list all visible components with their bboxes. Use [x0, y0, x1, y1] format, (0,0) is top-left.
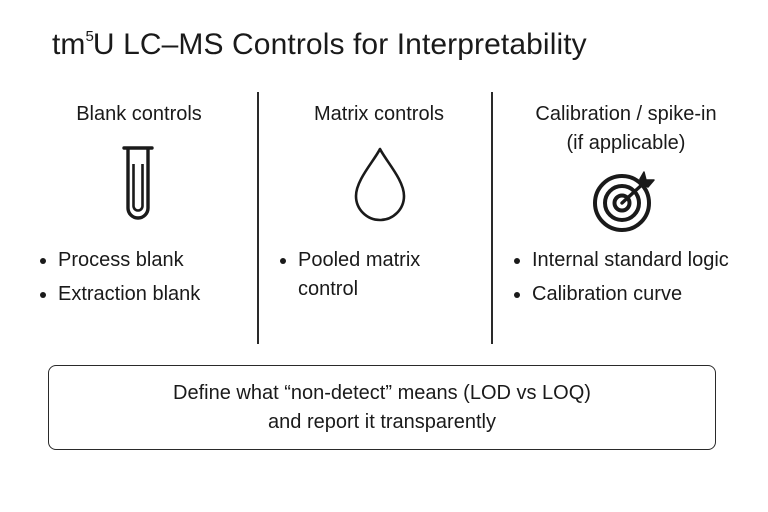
list-item: Pooled matrix control [278, 246, 468, 304]
note-box: Define what “non-detect” means (LOD vs L… [48, 365, 716, 450]
note-line-1: Define what “non-detect” means (LOD vs L… [173, 381, 591, 404]
droplet-icon [354, 147, 406, 222]
column-heading-calibration-line1: Calibration / spike-in [535, 103, 717, 125]
column-divider [257, 92, 259, 344]
column-heading-calibration: Calibration / spike-in (if applicable) [506, 100, 746, 158]
page-title: tm5U LC–MS Controls for Interpretability [52, 28, 587, 62]
title-prefix: tm [52, 28, 86, 61]
column-heading-calibration-line2: (if applicable) [566, 132, 686, 154]
list-item: Internal standard logic [512, 246, 742, 275]
bullet-list-calibration: Internal standard logic Calibration curv… [512, 246, 742, 314]
list-item: Process blank [38, 246, 248, 275]
list-item: Calibration curve [512, 280, 742, 309]
column-divider [491, 92, 493, 344]
bullet-list-matrix: Pooled matrix control [278, 246, 468, 309]
title-superscript: 5 [85, 28, 94, 45]
column-heading-blank: Blank controls [76, 103, 202, 125]
target-icon [593, 171, 655, 232]
column-heading-matrix: Matrix controls [313, 103, 445, 125]
list-item: Extraction blank [38, 280, 248, 309]
bullet-list-blank: Process blank Extraction blank [38, 246, 248, 314]
note-line-2: and report it transparently [268, 410, 496, 433]
title-rest: U LC–MS Controls for Interpretability [92, 28, 587, 61]
test-tube-icon [122, 146, 154, 220]
